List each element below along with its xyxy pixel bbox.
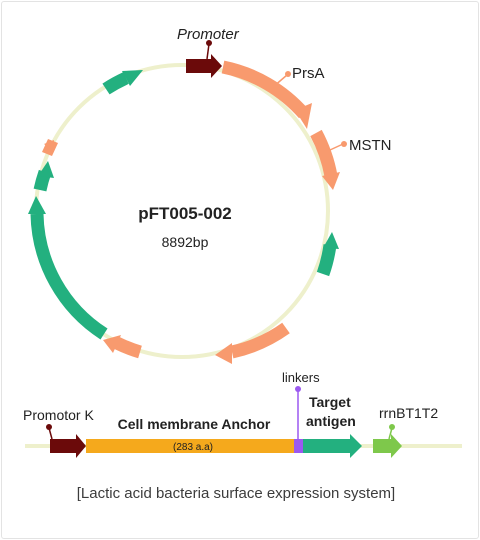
linkers-label: linkers [282,370,320,385]
right-green-feature [316,243,337,277]
top-left-green-arrowhead [122,70,143,86]
mstn-pointer-dot [341,141,347,147]
plasmid-name: pFT005-002 [138,204,232,223]
bottom-left-orange-feature [114,337,142,359]
prsa-pointer-dot [285,71,291,77]
promoter-label: Promoter [177,26,240,43]
prsa-feature [221,60,309,119]
left-green-arrowhead [28,196,46,214]
target-antigen-label-line1: Target [309,394,351,410]
promoter-feature [186,54,222,78]
anchor-length-label: (283 a.a) [173,442,213,453]
target-antigen-label-line2: antigen [306,413,356,429]
mstn-label: MSTN [349,137,392,154]
small-orange-arrowhead [44,140,54,152]
prsa-pointer [272,74,288,88]
promotor-k-pointer-dot [46,424,52,430]
top-left-green-feature [102,72,129,95]
terminator-label: rrnBT1T2 [379,405,438,421]
linkers-feature [294,439,303,453]
bottom-right-orange-feature [230,322,290,359]
bottom-right-orange-arrowhead [215,343,232,364]
promoter-pointer-dot [206,40,212,46]
bottom-left-orange-arrowhead [103,335,121,353]
promotor-k-feature [50,434,86,458]
cell-membrane-anchor-label: Cell membrane Anchor [118,416,271,432]
mstn-pointer [329,143,344,151]
mstn-arrowhead [322,172,340,190]
plasmid-size: 8892bp [162,234,209,250]
right-green-arrowhead [323,232,339,249]
target-antigen-feature [303,434,362,458]
upper-left-green-arrowhead [38,161,54,178]
promoter-pointer [206,43,210,60]
prsa-label: PrsA [292,65,325,82]
linkers-pointer-dot [295,386,301,392]
terminator-pointer-dot [389,424,395,430]
cell-membrane-anchor-feature [86,439,294,453]
figure-caption: [Lactic acid bacteria surface expression… [77,485,395,502]
left-green-feature [30,213,108,340]
prsa-arrowhead [295,103,312,129]
promotor-k-label: Promotor K [23,407,94,423]
terminator-feature [373,434,402,458]
